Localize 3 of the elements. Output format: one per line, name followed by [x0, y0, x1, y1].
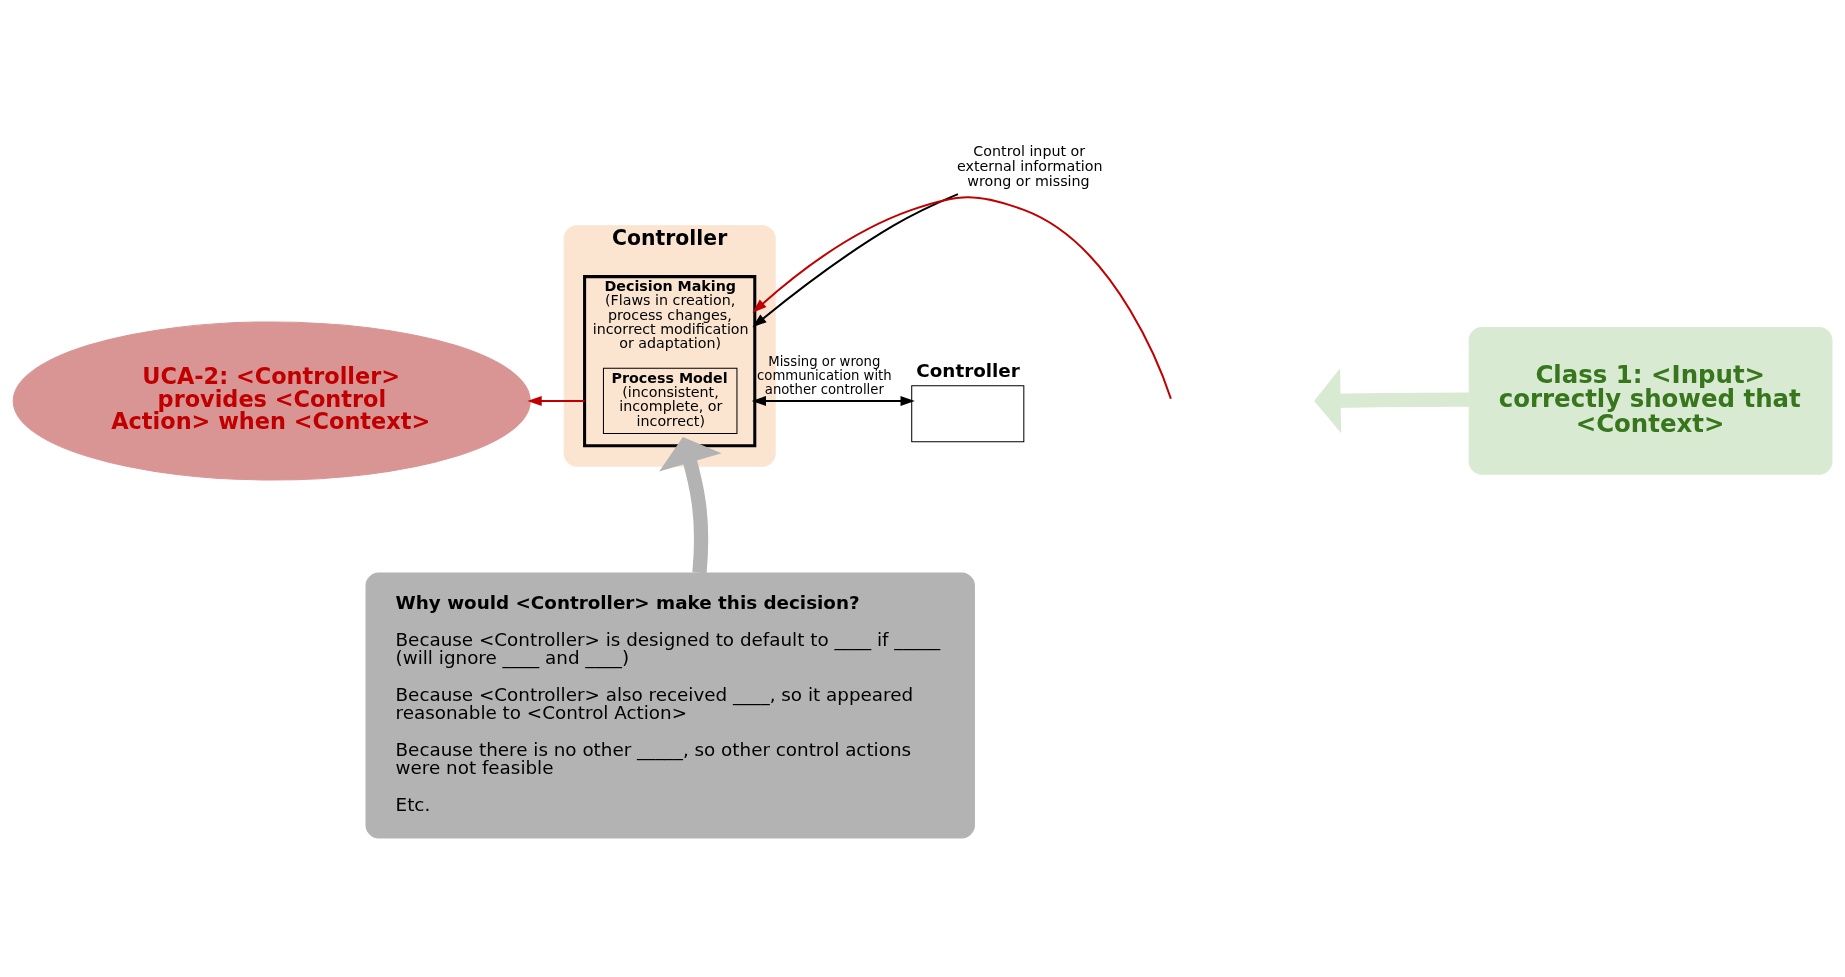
edge-label: Missing or wrong communication with another controller	[757, 353, 892, 397]
node-label: Controller	[916, 359, 1020, 381]
node-text: Control input or external information wrong or missing	[957, 142, 1103, 189]
